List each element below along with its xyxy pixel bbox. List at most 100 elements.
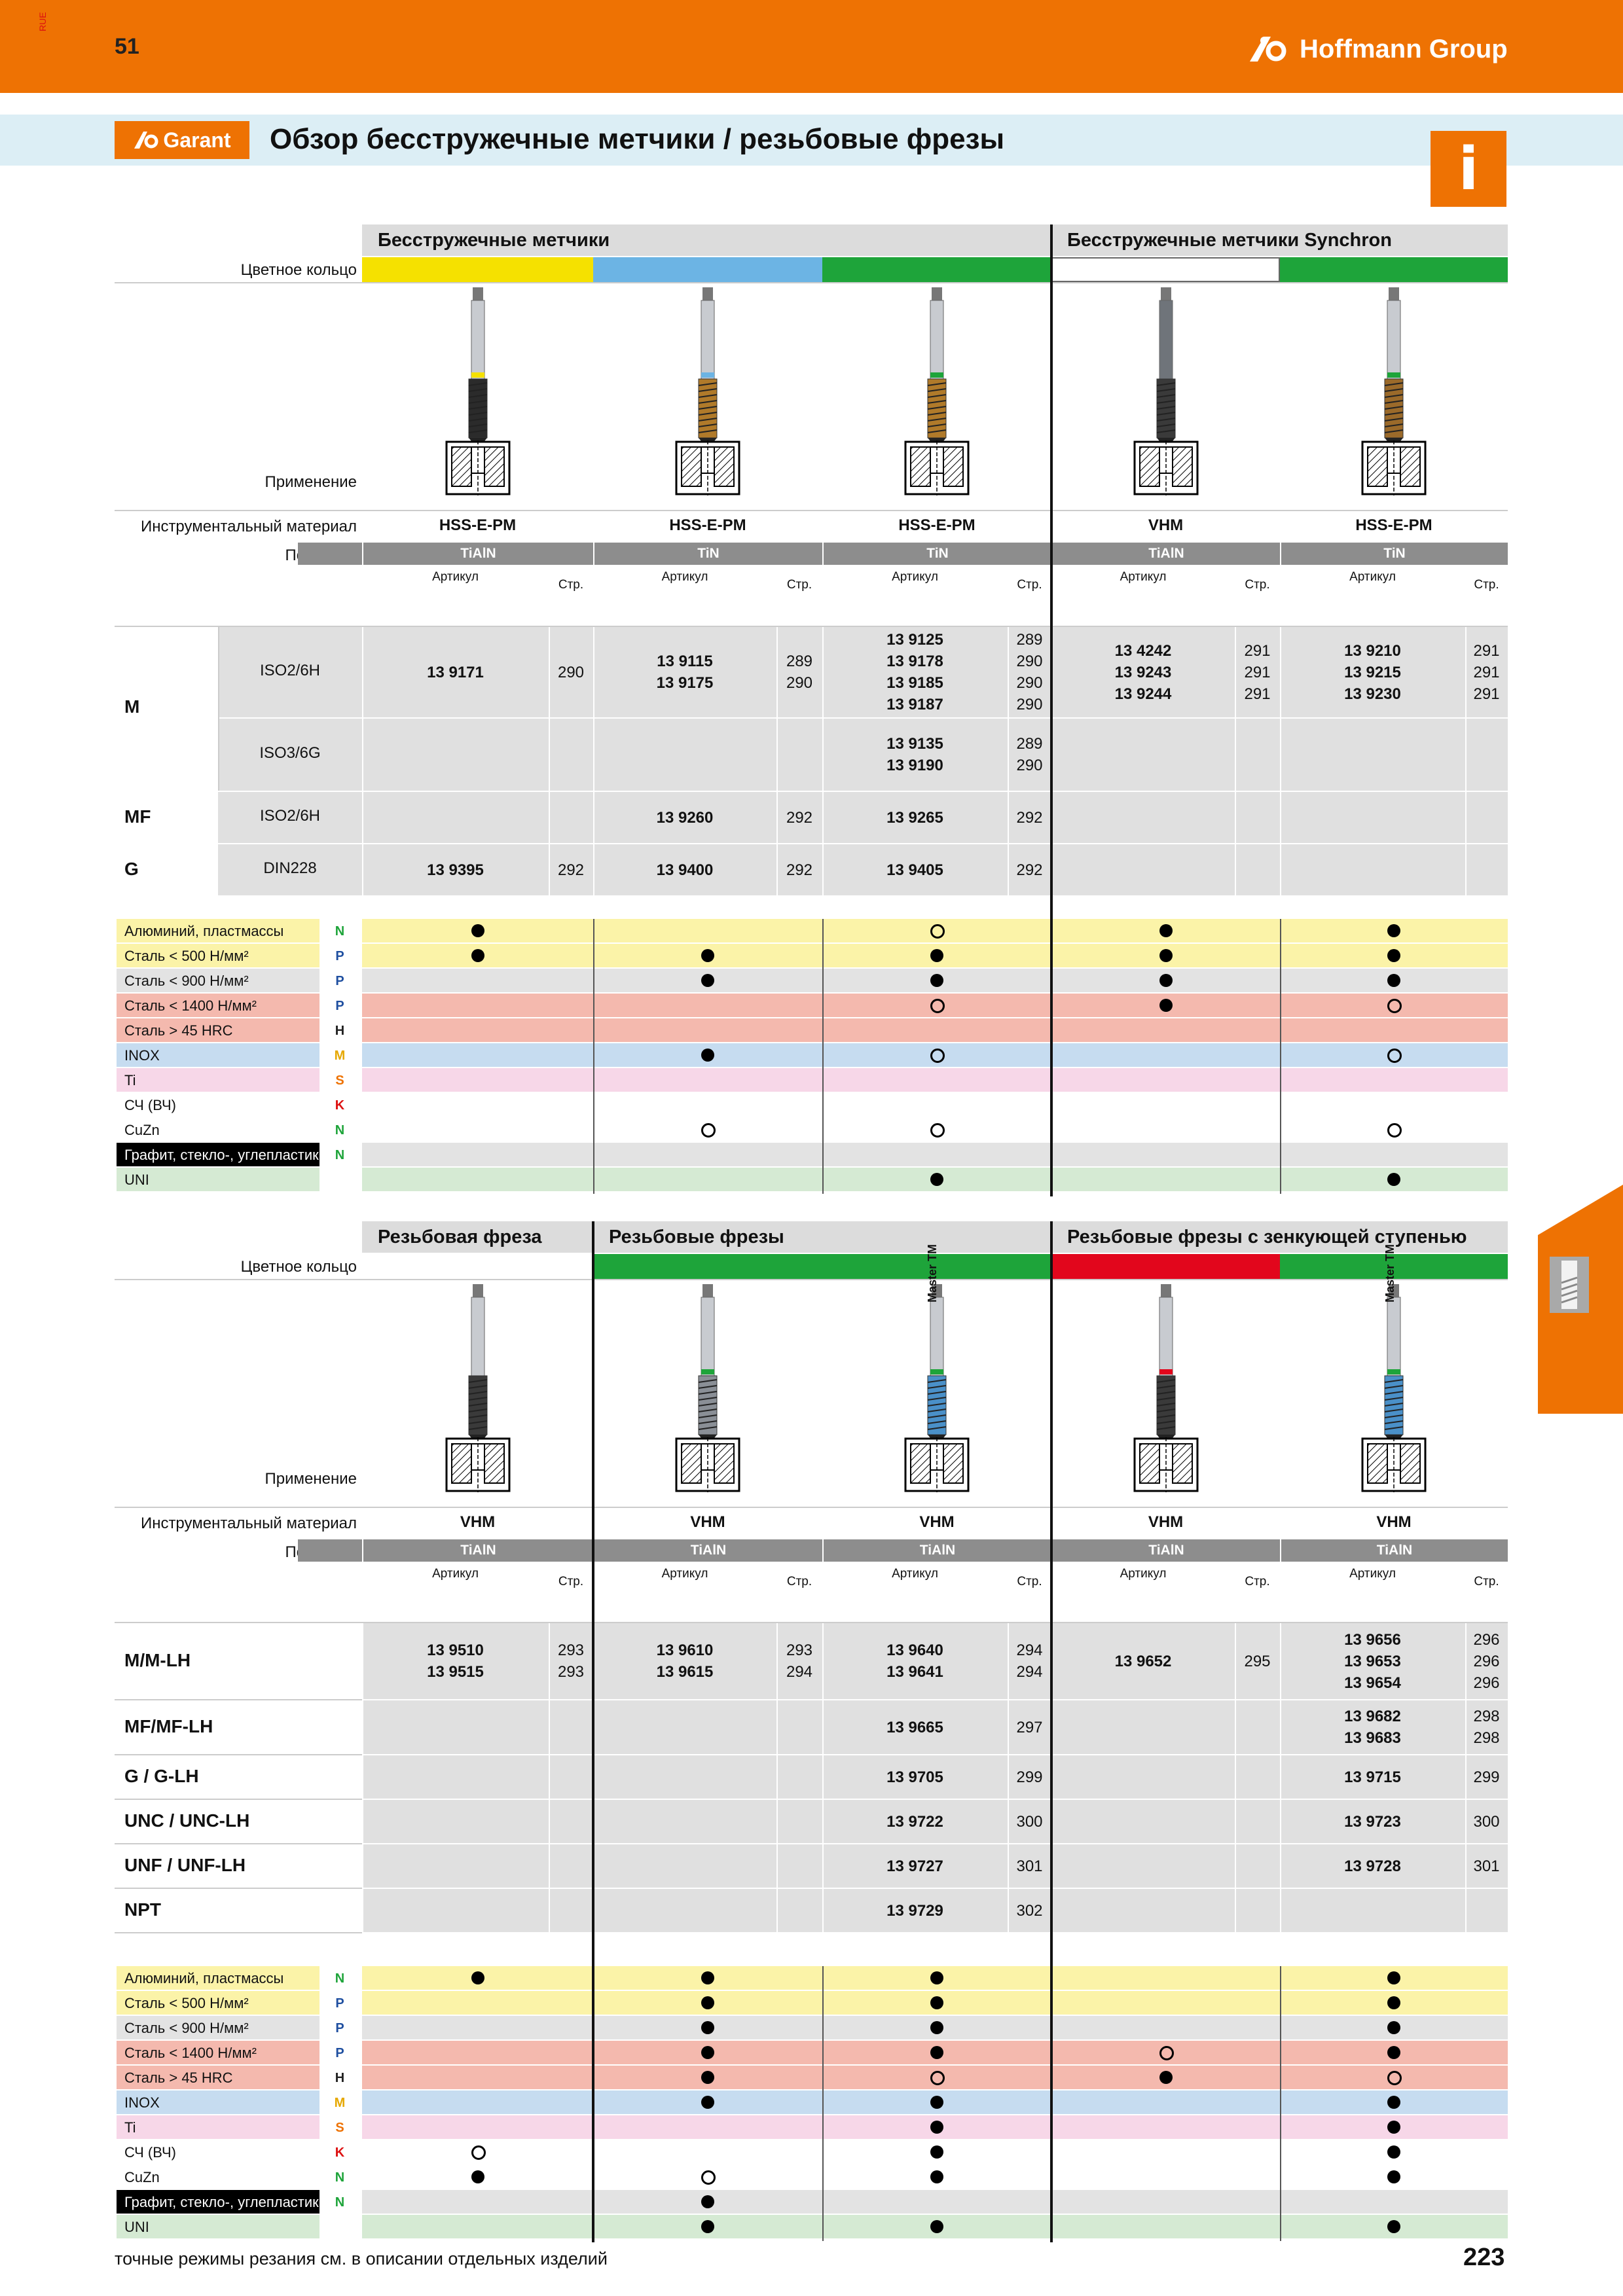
color-ring-5	[1280, 257, 1508, 282]
article-number: 13 9640 13 9641	[886, 1641, 943, 1681]
group-separator	[592, 1221, 594, 2242]
material-label: Сталь > 45 HRC	[117, 2066, 319, 2089]
suitable-dot-icon	[930, 1971, 943, 1984]
suitable-dot-icon	[1159, 999, 1173, 1012]
cell-divider	[1235, 1800, 1236, 1843]
suitable-dot-icon	[471, 2170, 484, 2183]
suitable-dot-icon	[701, 2195, 714, 2208]
tool-material-4: VHM	[1148, 1513, 1184, 1531]
conditional-ring-icon	[1387, 1123, 1402, 1138]
thread-type: M	[124, 696, 140, 717]
page-reference: 296 296 296	[1473, 1630, 1500, 1692]
material-code: M	[334, 2096, 346, 2110]
suitable-dot-icon	[930, 2021, 943, 2034]
cell-divider	[776, 1755, 778, 1799]
suitable-dot-icon	[1387, 2096, 1400, 2109]
page-header: Стр.	[1017, 1575, 1042, 1588]
row-band	[362, 719, 1508, 791]
cell-divider	[776, 844, 778, 895]
application-blind-hole-icon	[445, 1437, 510, 1492]
material-label: Графит, стекло-, углепластик	[117, 1143, 319, 1166]
article-number: 13 9656 13 9653 13 9654	[1344, 1630, 1401, 1692]
suitable-dot-icon	[930, 949, 943, 962]
thread-type: UNF / UNF-LH	[124, 1855, 246, 1875]
hoffmann-brand: Hoffmann Group	[1300, 34, 1508, 63]
material-code: H	[335, 1024, 345, 1038]
tool-material-2: HSS-E-PM	[669, 516, 746, 534]
thread-type: M/M-LH	[124, 1650, 191, 1670]
conditional-ring-icon	[930, 1123, 945, 1138]
application-blind-hole-icon	[445, 440, 510, 495]
tool-image-3	[927, 287, 947, 444]
material-row-band	[362, 1143, 1508, 1166]
tool-image-5	[1384, 1284, 1404, 1441]
col-divider	[822, 1755, 824, 1799]
article-header: Артикул	[892, 570, 938, 584]
color-ring-1	[362, 257, 593, 282]
col-divider	[362, 844, 363, 895]
section-number: 51	[115, 34, 139, 59]
col-divider	[362, 1889, 363, 1932]
application-blind-hole-icon	[675, 1437, 740, 1492]
cell-divider	[1465, 1800, 1467, 1843]
article-number: 13 9652	[1114, 1652, 1172, 1670]
cell-divider	[1235, 1889, 1236, 1932]
cell-divider	[1235, 1755, 1236, 1799]
article-number: 13 4242 13 9243 13 9244	[1114, 641, 1172, 703]
page-reference: 289 290	[1016, 735, 1043, 774]
cell-divider	[549, 1623, 550, 1699]
page-reference: 298 298	[1473, 1708, 1500, 1747]
material-code: H	[335, 2071, 345, 2085]
col-divider	[362, 719, 363, 791]
material-row-band	[362, 1068, 1508, 1092]
article-number: 13 9135 13 9190	[886, 735, 943, 774]
coating-1: TiAlN	[363, 1539, 593, 1562]
coating-5: TiAlN	[1281, 1539, 1508, 1562]
application-blind-hole-icon	[904, 440, 970, 495]
material-label: Сталь < 500 Н/мм²	[117, 1991, 319, 2015]
divider	[115, 510, 1508, 511]
col-divider	[1280, 1700, 1281, 1754]
suitable-dot-icon	[701, 949, 714, 962]
material-code: K	[335, 2145, 345, 2160]
material-label: Графит, стекло-, углепластик	[117, 2190, 319, 2214]
thread-type: MF/MF-LH	[124, 1716, 213, 1736]
article-number: 13 9210 13 9215 13 9230	[1344, 641, 1401, 703]
suitable-dot-icon	[1387, 2046, 1400, 2059]
tool-material-3: HSS-E-PM	[898, 516, 976, 534]
suitable-dot-icon	[930, 974, 943, 987]
tap-thread-icon	[1550, 1257, 1589, 1313]
article-number: 13 9125 13 9178 13 9185 13 9187	[886, 631, 943, 713]
row-band	[362, 1623, 1508, 1699]
col-divider	[593, 627, 594, 717]
material-code: P	[335, 1996, 344, 2011]
col-divider	[362, 792, 363, 843]
coating-1: TiAlN	[363, 543, 593, 565]
article-header: Артикул	[432, 570, 479, 584]
article-number: 13 9665	[886, 1718, 943, 1736]
garant-badge-label: Garant	[163, 128, 231, 152]
tool-material-5: VHM	[1376, 1513, 1412, 1531]
divider	[115, 1279, 1508, 1280]
application-blind-hole-icon	[1361, 440, 1427, 495]
page-reference: 292	[786, 808, 813, 827]
article-number: 13 9510 13 9515	[427, 1641, 484, 1681]
cell-divider	[1008, 1889, 1009, 1932]
row-divider	[115, 1888, 362, 1889]
col-divider	[822, 844, 824, 895]
article-number: 13 9723	[1344, 1812, 1401, 1831]
article-number: 13 9395	[427, 861, 484, 879]
suitable-dot-icon	[471, 1971, 484, 1984]
cell-divider	[549, 719, 550, 791]
material-label: CuZn	[117, 2165, 319, 2189]
material-label: Сталь > 45 HRC	[117, 1018, 319, 1042]
col-divider	[1280, 719, 1281, 791]
cell-divider	[549, 1889, 550, 1932]
suitable-dot-icon	[1387, 974, 1400, 987]
article-number: 13 9715	[1344, 1768, 1401, 1786]
page-reference: 301	[1016, 1857, 1043, 1875]
top-bar	[0, 0, 1623, 93]
article-number: 13 9260	[656, 808, 714, 827]
divider	[115, 626, 1508, 627]
suitable-dot-icon	[930, 2046, 943, 2059]
